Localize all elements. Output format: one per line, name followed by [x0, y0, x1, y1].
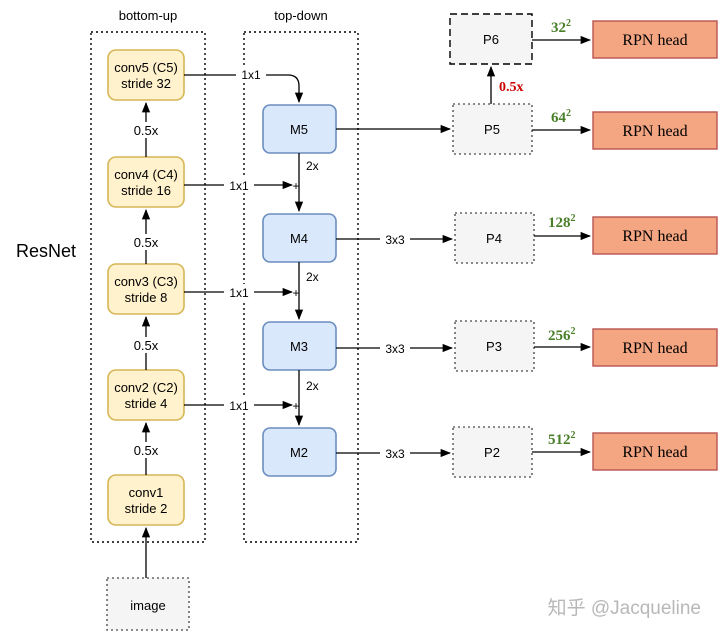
conv2-stride: stride 4: [125, 396, 168, 411]
smooth-label-4: 3x3: [385, 233, 405, 247]
rpn-head-p3: [592, 328, 718, 367]
conv1-box: conv1 stride 2: [107, 474, 185, 526]
lateral-label-5: 1x1: [241, 68, 261, 82]
conv5-stride: stride 32: [121, 76, 171, 91]
p6-downsample-label: 0.5x: [499, 80, 524, 95]
conv4-name: conv4 (C4): [114, 167, 178, 182]
rpn-head-p2: [592, 432, 718, 471]
conv4-stride: stride 16: [121, 183, 171, 198]
anchor-size-p2: 5122: [548, 430, 576, 448]
anchor-size-p5: 642: [551, 108, 571, 126]
p4-label: P4: [486, 231, 502, 246]
rpn-head-p4-label: RPN head: [622, 228, 687, 245]
conv3-name: conv3 (C3): [114, 274, 178, 289]
rpn-head-p6: [592, 20, 718, 59]
anchor-size-p3: 2562: [548, 326, 576, 344]
m4-label: M4: [290, 231, 308, 246]
plus-4: +: [292, 179, 299, 193]
rpn-head-p3-label: RPN head: [622, 340, 687, 357]
m5-label: M5: [290, 122, 308, 137]
bottom-up-title: bottom-up: [119, 8, 178, 23]
upsample-label-1: 2x: [306, 159, 319, 173]
watermark: 知乎 @Jacqueline: [548, 597, 701, 619]
conv2-box: conv2 (C2) stride 4: [107, 369, 185, 421]
resnet-label: ResNet: [16, 241, 76, 261]
plus-3: +: [292, 286, 299, 300]
p3-label: P3: [486, 339, 502, 354]
p2-label: P2: [484, 445, 500, 460]
top-down-container: [243, 31, 359, 543]
bottom-up-container: [90, 31, 206, 543]
conv3-stride: stride 8: [125, 290, 168, 305]
conv1-stride: stride 2: [125, 501, 168, 516]
smooth-label-2: 3x3: [385, 447, 405, 461]
lateral-label-2: 1x1: [229, 399, 249, 413]
rpn-head-p5: [592, 111, 718, 150]
image-label: image: [130, 598, 165, 613]
p5-label: P5: [484, 122, 500, 137]
rpn-head-p2-label: RPN head: [622, 444, 687, 461]
lateral-label-3: 1x1: [229, 286, 249, 300]
downsample-label-3: 0.5x: [134, 235, 159, 250]
downsample-label-2: 0.5x: [134, 338, 159, 353]
p2-box: [452, 426, 533, 478]
conv4-box: conv4 (C4) stride 16: [107, 156, 185, 208]
upsample-label-3: 2x: [306, 379, 319, 393]
conv5-box: conv5 (C5) stride 32: [107, 49, 185, 101]
conv2-name: conv2 (C2): [114, 380, 178, 395]
upsample-label-2: 2x: [306, 270, 319, 284]
rpn-head-p4: [592, 216, 718, 255]
lateral-label-4: 1x1: [229, 179, 249, 193]
image-box: [106, 577, 190, 631]
p5-box: [452, 103, 533, 155]
rpn-head-p6-label: RPN head: [622, 32, 687, 49]
m2-box: [262, 427, 337, 477]
p4-box: [454, 212, 535, 264]
conv1-name: conv1: [129, 485, 164, 500]
rpn-head-p5-label: RPN head: [622, 123, 687, 140]
p6-box: [449, 13, 533, 65]
smooth-label-3: 3x3: [385, 342, 405, 356]
downsample-label-4: 0.5x: [134, 123, 159, 138]
conv5-name: conv5 (C5): [114, 60, 178, 75]
lateral-c5-m5: [184, 74, 304, 104]
anchor-size-p6: 322: [551, 18, 571, 36]
m3-label: M3: [290, 339, 308, 354]
plus-2: +: [292, 399, 299, 413]
top-down-title: top-down: [274, 8, 327, 23]
anchor-size-p4: 1282: [548, 213, 576, 231]
p6-label: P6: [483, 32, 499, 47]
p3-box: [454, 320, 535, 372]
m2-label: M2: [290, 445, 308, 460]
downsample-label-1: 0.5x: [134, 443, 159, 458]
conv3-box: conv3 (C3) stride 8: [107, 263, 185, 315]
